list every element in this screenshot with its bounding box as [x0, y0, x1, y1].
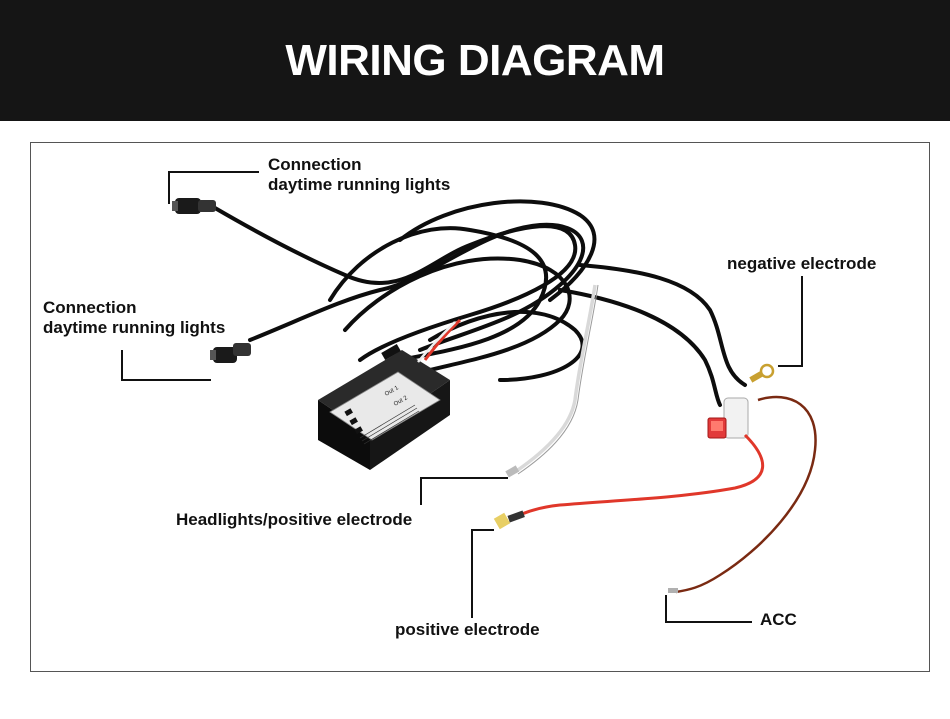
label-acc: ACC	[760, 610, 797, 629]
white-wire-shadow	[517, 284, 599, 475]
label-negative-electrode: negative electrode	[727, 254, 877, 273]
wire-loop	[343, 256, 572, 372]
leader-headlights	[420, 477, 508, 505]
wire-loop	[328, 226, 548, 362]
leader-positive	[471, 529, 494, 618]
fork-terminal-positive	[493, 510, 525, 530]
wire-loop	[398, 199, 597, 302]
ring-terminal-negative	[749, 363, 775, 383]
label-drl-top-line1: Connection	[268, 155, 362, 174]
label-headlights-positive: Headlights/positive electrode	[176, 510, 413, 529]
label-positive-electrode: positive electrode	[395, 620, 540, 639]
label-drl-left: Connection daytime running lights	[43, 298, 225, 338]
wire-loop	[428, 309, 585, 382]
leader-drl-left	[121, 350, 211, 381]
red-wire	[512, 433, 764, 520]
white-wire	[514, 284, 597, 474]
label-drl-top: Connection daytime running lights	[268, 155, 450, 195]
wire-to-ground	[578, 263, 747, 387]
module-red-wire	[423, 318, 462, 361]
leader-lines	[121, 171, 803, 623]
acc-wire-tip	[668, 588, 678, 593]
connector-left	[210, 343, 251, 363]
leader-negative	[778, 276, 803, 367]
label-drl-left-line1: Connection	[43, 298, 137, 317]
page-title: WIRING DIAGRAM	[285, 35, 665, 85]
label-drl-top-line2: daytime running lights	[268, 175, 451, 194]
leader-acc	[665, 595, 752, 623]
wire-to-fuse	[558, 288, 722, 407]
header-banner: WIRING DIAGRAM	[0, 0, 950, 121]
label-drl-left-line2: daytime running lights	[43, 318, 226, 337]
control-module: Out 1 Out 2	[318, 344, 450, 470]
connector-top	[172, 198, 216, 214]
fuse-holder	[707, 397, 749, 439]
brown-wire	[675, 395, 817, 594]
module-white-wire	[417, 321, 456, 363]
white-wire-tip	[505, 465, 520, 478]
black-harness	[213, 199, 747, 407]
leader-drl-top	[168, 171, 259, 204]
